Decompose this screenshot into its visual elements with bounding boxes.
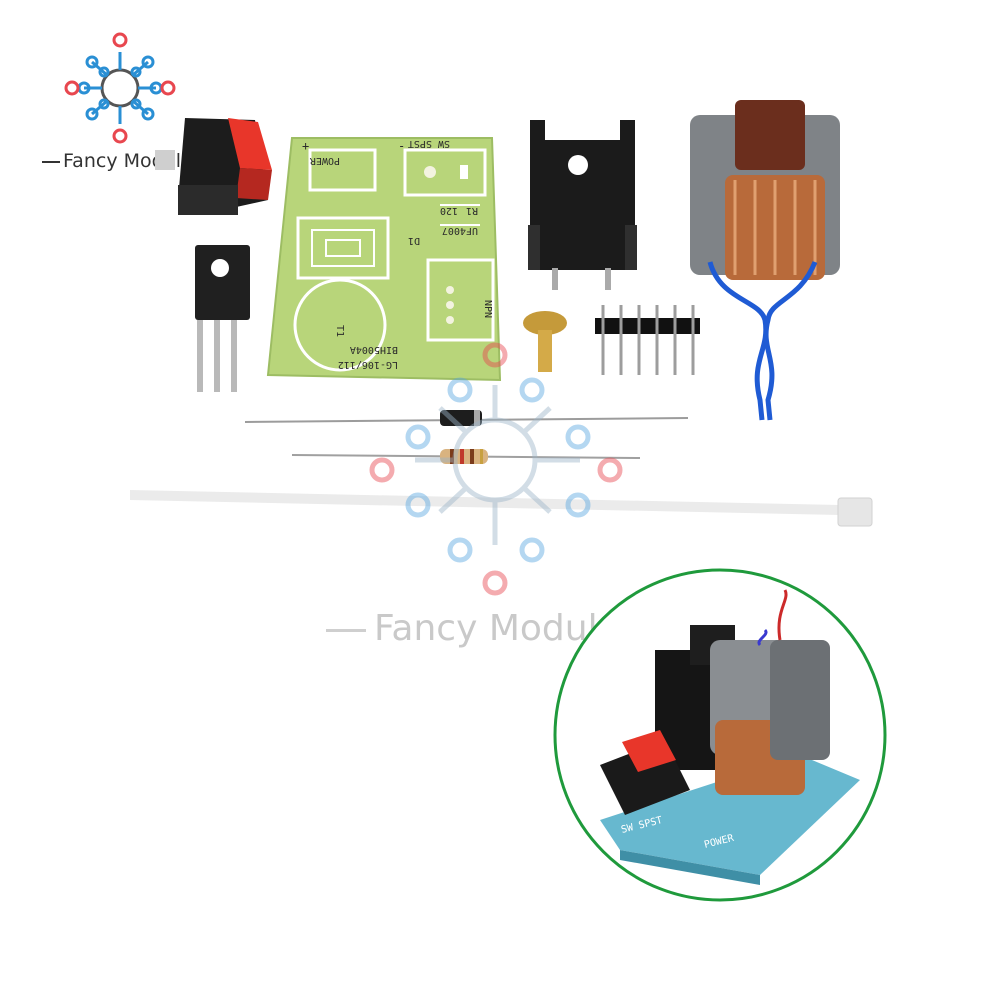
pcb-board: POWER SW SPST + - R1 120 UF4007 D1 NPN T… (266, 137, 502, 382)
brand-logo (64, 32, 176, 144)
diode (244, 410, 689, 426)
rocker-switch (155, 118, 272, 215)
pcb-label-power: POWER (309, 155, 340, 166)
assembled-module: SW SPST POWER (600, 589, 860, 885)
pcb-label-t1: T1 (334, 325, 345, 337)
screw (523, 311, 567, 372)
pcb-label-diode-part: UF4007 (442, 225, 478, 236)
pcb-label-diode: D1 (408, 235, 420, 246)
heat-sink (528, 120, 637, 290)
circuit-node-logo-icon (64, 32, 176, 144)
npn-transistor (195, 245, 250, 392)
pcb-label-r1-value: 120 (440, 205, 458, 216)
resistor (291, 449, 641, 464)
pcb-label-plus: + (302, 139, 309, 153)
cable-tie (130, 490, 873, 527)
pcb-label-r1: R1 (466, 205, 478, 216)
pcb-label-board-code: LG-106/112 (338, 359, 398, 370)
pcb-label-sw: SW SPST (408, 138, 450, 149)
pcb-label-minus: - (398, 139, 405, 153)
pcb-label-model: BIH5004A (350, 344, 398, 355)
pcb-label-npn: NPN (482, 300, 493, 318)
pin-header (595, 305, 700, 375)
flyback-transformer (690, 100, 840, 421)
